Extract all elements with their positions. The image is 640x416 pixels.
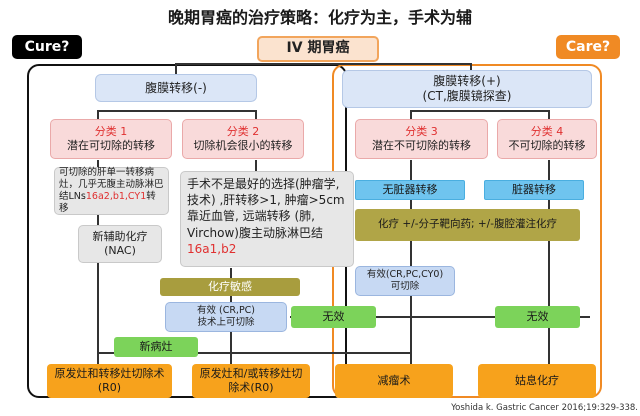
connector-neg-split: [97, 110, 257, 112]
surgery-not-best-text: 手术不是最好的选择(肿瘤学, 技术) ,肝转移>1, 肿瘤>5cm靠近血管, 远…: [187, 176, 347, 257]
connector-chemo-down: [410, 240, 412, 365]
category-4-box: 分类 4 不可切除的转移: [497, 119, 597, 159]
connector-ineffective-h: [290, 316, 590, 318]
connector-cat4-down: [548, 160, 550, 180]
category-4-title: 分类 4: [530, 125, 564, 139]
connector-organ-down: [548, 200, 550, 365]
ineffective-box-2: 无效: [495, 306, 580, 328]
organ-metastasis-box: 脏器转移: [484, 180, 584, 200]
result-resection-and-or-box: 原发灶和/或转移灶切 除术(R0): [192, 364, 310, 398]
no-organ-metastasis-box: 无脏器转移: [355, 180, 465, 200]
resectable-metastasis-desc: 可切除的肝单一转移病灶，几乎无腹主动脉淋巴结LNs: [59, 167, 164, 202]
chemo-sensitive-box: 化疗敏感: [160, 278, 300, 296]
connector-cat4-v: [548, 110, 550, 120]
effective-cr-box: 有效 (CR,PC) 技术上可切除: [165, 302, 287, 332]
result-debulking-box: 减瘤术: [335, 364, 453, 398]
category-1-box: 分类 1 潜在可切除的转移: [50, 119, 172, 159]
ineffective-box-1: 无效: [291, 306, 376, 328]
connector-stage-h: [175, 63, 472, 65]
nac-line1: 新辅助化疗: [92, 230, 148, 244]
result-resection-r0-line2: (R0): [97, 381, 122, 394]
peritoneal-positive-box: 腹膜转移(+) (CT,腹膜镜探查): [342, 70, 592, 108]
resectable-metastasis-box: 可切除的肝单一转移病灶，几乎无腹主动脉淋巴结LNs16a2,b1,CY1转移: [54, 167, 169, 215]
category-4-desc: 不可切除的转移: [508, 139, 586, 152]
surgery-not-best-box: 手术不是最好的选择(肿瘤学, 技术) ,肝转移>1, 肿瘤>5cm靠近血管, 远…: [180, 171, 354, 267]
result-resection-and-or-line2: 除术(R0): [228, 381, 274, 394]
result-resection-r0-box: 原发灶和转移灶切除术 (R0): [47, 364, 172, 398]
category-3-box: 分类 3 潜在不可切除的转移: [355, 119, 488, 159]
connector-cat2-v: [255, 110, 257, 120]
category-2-desc: 切除机会很小的转移: [193, 139, 293, 152]
nac-box: 新辅助化疗 (NAC): [78, 225, 162, 263]
category-1-desc: 潜在可切除的转移: [67, 139, 155, 152]
connector-cat1-v: [97, 110, 99, 120]
connector-cat2-down: [255, 160, 257, 172]
resectable-metastasis-tail: 转移: [59, 191, 156, 214]
effective-cr-line1: 有效 (CR,PC): [196, 305, 256, 317]
category-3-desc: 潜在不可切除的转移: [372, 139, 471, 152]
connector-sens-down: [230, 296, 232, 302]
chemotherapy-box: 化疗 +/-分子靶向药; +/-腹腔灌注化疗: [355, 209, 580, 241]
peritoneal-positive-line2: (CT,腹膜镜探查): [422, 89, 512, 103]
page-title: 晚期胃癌的治疗策略：化疗为主，手术为辅: [167, 8, 472, 27]
category-2-box: 分类 2 切除机会很小的转移: [182, 119, 304, 159]
resectable-metastasis-text: 可切除的肝单一转移病灶，几乎无腹主动脉淋巴结LNs16a2,b1,CY1转移: [59, 167, 164, 215]
cure-tag: Cure?: [12, 35, 82, 59]
nac-line2: (NAC): [104, 244, 136, 257]
category-3-title: 分类 3: [405, 125, 438, 139]
surgery-lymph-codes: 16a1,b2: [187, 241, 237, 256]
effective-cy0-line2: 可切除: [390, 281, 420, 292]
peritoneal-positive-line1: 腹膜转移(+): [433, 74, 501, 88]
connector-surgery-down: [230, 268, 232, 278]
care-tag: Care?: [556, 35, 620, 59]
effective-cy0-box: 有效(CR,PC,CY0) 可切除: [355, 266, 455, 296]
result-palliative-chemo-box: 姑息化疗: [478, 364, 596, 398]
resectable-lymph-codes: 16a2,b1,CY1: [85, 191, 147, 202]
citation: Yoshida k. Gastric Cancer 2016;19:329-33…: [451, 403, 638, 413]
connector-noorgan-down: [410, 200, 412, 210]
result-resection-r0-line1: 原发灶和转移灶切除术: [54, 367, 165, 381]
connector-pos-split: [410, 110, 550, 112]
surgery-not-best-desc: 手术不是最好的选择(肿瘤学, 技术) ,肝转移>1, 肿瘤>5cm靠近血管, 远…: [187, 177, 345, 240]
connector-bottom-h: [97, 352, 412, 354]
connector-stage-left: [175, 63, 177, 75]
peritoneal-negative-box: 腹膜转移(-): [95, 74, 257, 102]
result-resection-and-or-line1: 原发灶和/或转移灶切: [199, 367, 303, 381]
connector-cat3-down: [410, 160, 412, 180]
connector-stage-right: [470, 63, 472, 75]
category-2-title: 分类 2: [226, 125, 260, 139]
connector-effective-down: [230, 331, 232, 365]
new-lesion-box: 新病灶: [114, 337, 198, 357]
effective-cy0-line1: 有效(CR,PC,CY0): [366, 269, 444, 281]
stage-box: IV 期胃癌: [257, 36, 379, 62]
connector-cat3-v: [410, 110, 412, 120]
effective-cr-line2: 技术上可切除: [197, 317, 255, 328]
category-1-title: 分类 1: [94, 125, 128, 139]
